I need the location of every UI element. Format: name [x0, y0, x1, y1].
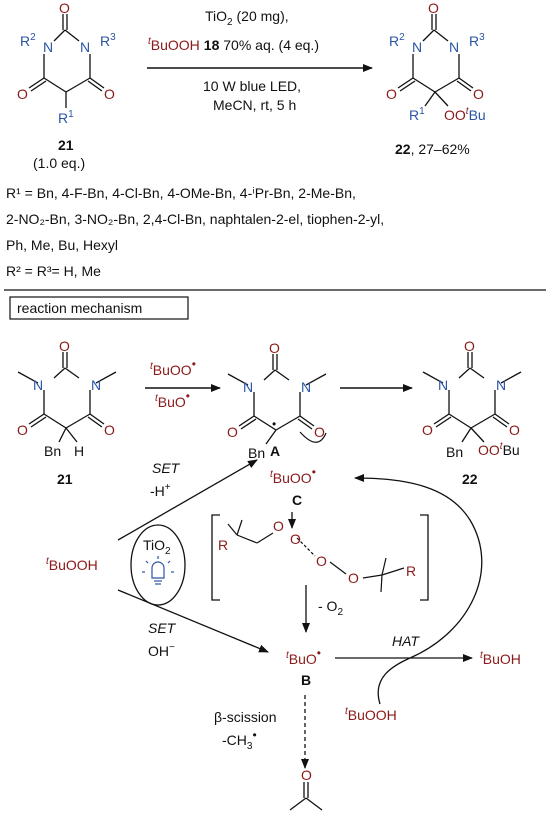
- atom-o: O: [473, 86, 484, 102]
- mechanism-title: reaction mechanism: [17, 300, 142, 316]
- atom-n: N: [438, 377, 448, 393]
- minus-h-label: -H+: [150, 482, 171, 499]
- mechanism-title-box: [9, 296, 189, 320]
- minus-ch3-label: -CH3•: [222, 728, 257, 752]
- atom-o: O: [290, 531, 301, 547]
- substituent-r2: R2: [389, 32, 405, 49]
- atom-o: O: [273, 518, 284, 534]
- reactant-21-structure: [28, 14, 105, 108]
- intermediate-a-label: A: [270, 443, 280, 459]
- set-arrow-down: [117, 589, 269, 653]
- atom-o: O: [428, 0, 439, 16]
- atom-o: O: [314, 424, 325, 440]
- atom-n: N: [412, 39, 422, 55]
- tio2-label: TiO2: [143, 537, 171, 557]
- substituent-r3: R3: [469, 32, 485, 49]
- atom-o: O: [509, 422, 520, 438]
- atom-o: O: [348, 570, 359, 586]
- substituent-r2-r3-line: R² = R³= H, Me: [6, 263, 101, 279]
- atom-n: N: [301, 379, 311, 395]
- led-bulb-icon: [142, 556, 174, 585]
- beta-scission-label: β-scission: [214, 709, 277, 725]
- benzyl-group: Bn: [44, 443, 61, 459]
- benzyl-group: Bn: [446, 444, 463, 460]
- intermediate-c-label: C: [292, 492, 302, 508]
- substituent-r1-line2: 2-NO₂-Bn, 3-NO₂-Bn, 2,4-Cl-Bn, naphtalen…: [6, 211, 384, 227]
- acetone-structure: [289, 782, 323, 811]
- atom-o: O: [301, 767, 312, 783]
- reagent-tbuooh-left: tBuOOH: [46, 556, 98, 573]
- product-tbuoh: tBuOH: [480, 650, 521, 667]
- mechanism-compound-21: 21: [57, 471, 73, 487]
- substituent-r1-line3: Ph, Me, Bu, Hexyl: [6, 237, 118, 253]
- atom-o: O: [59, 0, 70, 16]
- benzyl-group: Bn: [248, 445, 265, 461]
- compound-21-equivalents: (1.0 eq.): [33, 155, 85, 171]
- radical-tbuoo: tBuOO•: [150, 357, 196, 378]
- atom-n: N: [91, 377, 101, 393]
- mechanism-22-structure: [422, 352, 522, 443]
- atom-o: O: [59, 338, 70, 354]
- radical-dot: •: [272, 417, 276, 431]
- substituent-r2: R2: [20, 32, 36, 49]
- atom-o: O: [104, 86, 115, 102]
- radical-c-tbuoo: tBuOO•: [270, 465, 316, 486]
- atom-o: O: [464, 338, 475, 354]
- condition-catalyst: TiO2 (20 mg),: [205, 8, 289, 28]
- atom-o: O: [269, 340, 280, 356]
- substituent-r3: R3: [100, 32, 116, 49]
- substituent-r1: R1: [58, 109, 74, 126]
- tetroxide-structure: [227, 519, 405, 593]
- hat-label: HAT: [392, 633, 420, 649]
- atom-o: O: [422, 422, 433, 438]
- condition-solvent: MeCN, rt, 5 h: [213, 97, 296, 113]
- atom-n: N: [496, 377, 506, 393]
- hydrogen-atom: H: [74, 443, 84, 459]
- set-label-down: SET: [148, 620, 177, 636]
- atom-n: N: [43, 39, 53, 55]
- mechanism-compound-22: 22: [462, 471, 478, 487]
- tio2-photocatalyst-ellipse: [130, 524, 186, 606]
- set-label-up: SET: [152, 460, 181, 476]
- minus-o2-label: - O2: [318, 598, 343, 618]
- peroxide-group: OOtBu: [444, 106, 486, 123]
- atom-o: O: [316, 553, 327, 569]
- atom-o: O: [17, 422, 28, 438]
- atom-o: O: [227, 424, 238, 440]
- radical-tbuo: tBuO•: [155, 389, 190, 410]
- substituent-r1-line1: R¹ = Bn, 4-F-Bn, 4-Cl-Bn, 4-OMe-Bn, 4-ⁱP…: [6, 185, 356, 201]
- intermediate-a-structure: [227, 354, 327, 445]
- compound-21-label: 21: [58, 137, 74, 153]
- r-group-right: R: [406, 563, 416, 579]
- atom-o: O: [104, 422, 115, 438]
- atom-n: N: [449, 39, 459, 55]
- hydroxide-label: OH−: [148, 642, 175, 659]
- atom-n: N: [33, 377, 43, 393]
- peroxide-group: OOtBu: [478, 441, 520, 458]
- atom-o: O: [386, 86, 397, 102]
- radical-b-tbuo: tBuO•: [286, 646, 321, 667]
- atom-o: O: [17, 86, 28, 102]
- substituent-r1: R1: [409, 106, 425, 123]
- hat-regeneration-arrow: [354, 474, 483, 705]
- atom-n: N: [80, 39, 90, 55]
- condition-light: 10 W blue LED,: [203, 78, 301, 94]
- electron-pair-arc: [299, 431, 327, 443]
- reagent-tbuooh-bottom: tBuOOH: [345, 706, 397, 723]
- r-group-left: R: [218, 537, 228, 553]
- tetroxide-bracket: [211, 514, 429, 601]
- product-22-structure: [397, 14, 474, 107]
- atom-n: N: [243, 379, 253, 395]
- set-arrow-up: [117, 459, 258, 541]
- mechanism-21-structure: [17, 352, 117, 443]
- product-yield: 22, 27–62%: [395, 141, 470, 157]
- intermediate-b-label: B: [301, 672, 311, 688]
